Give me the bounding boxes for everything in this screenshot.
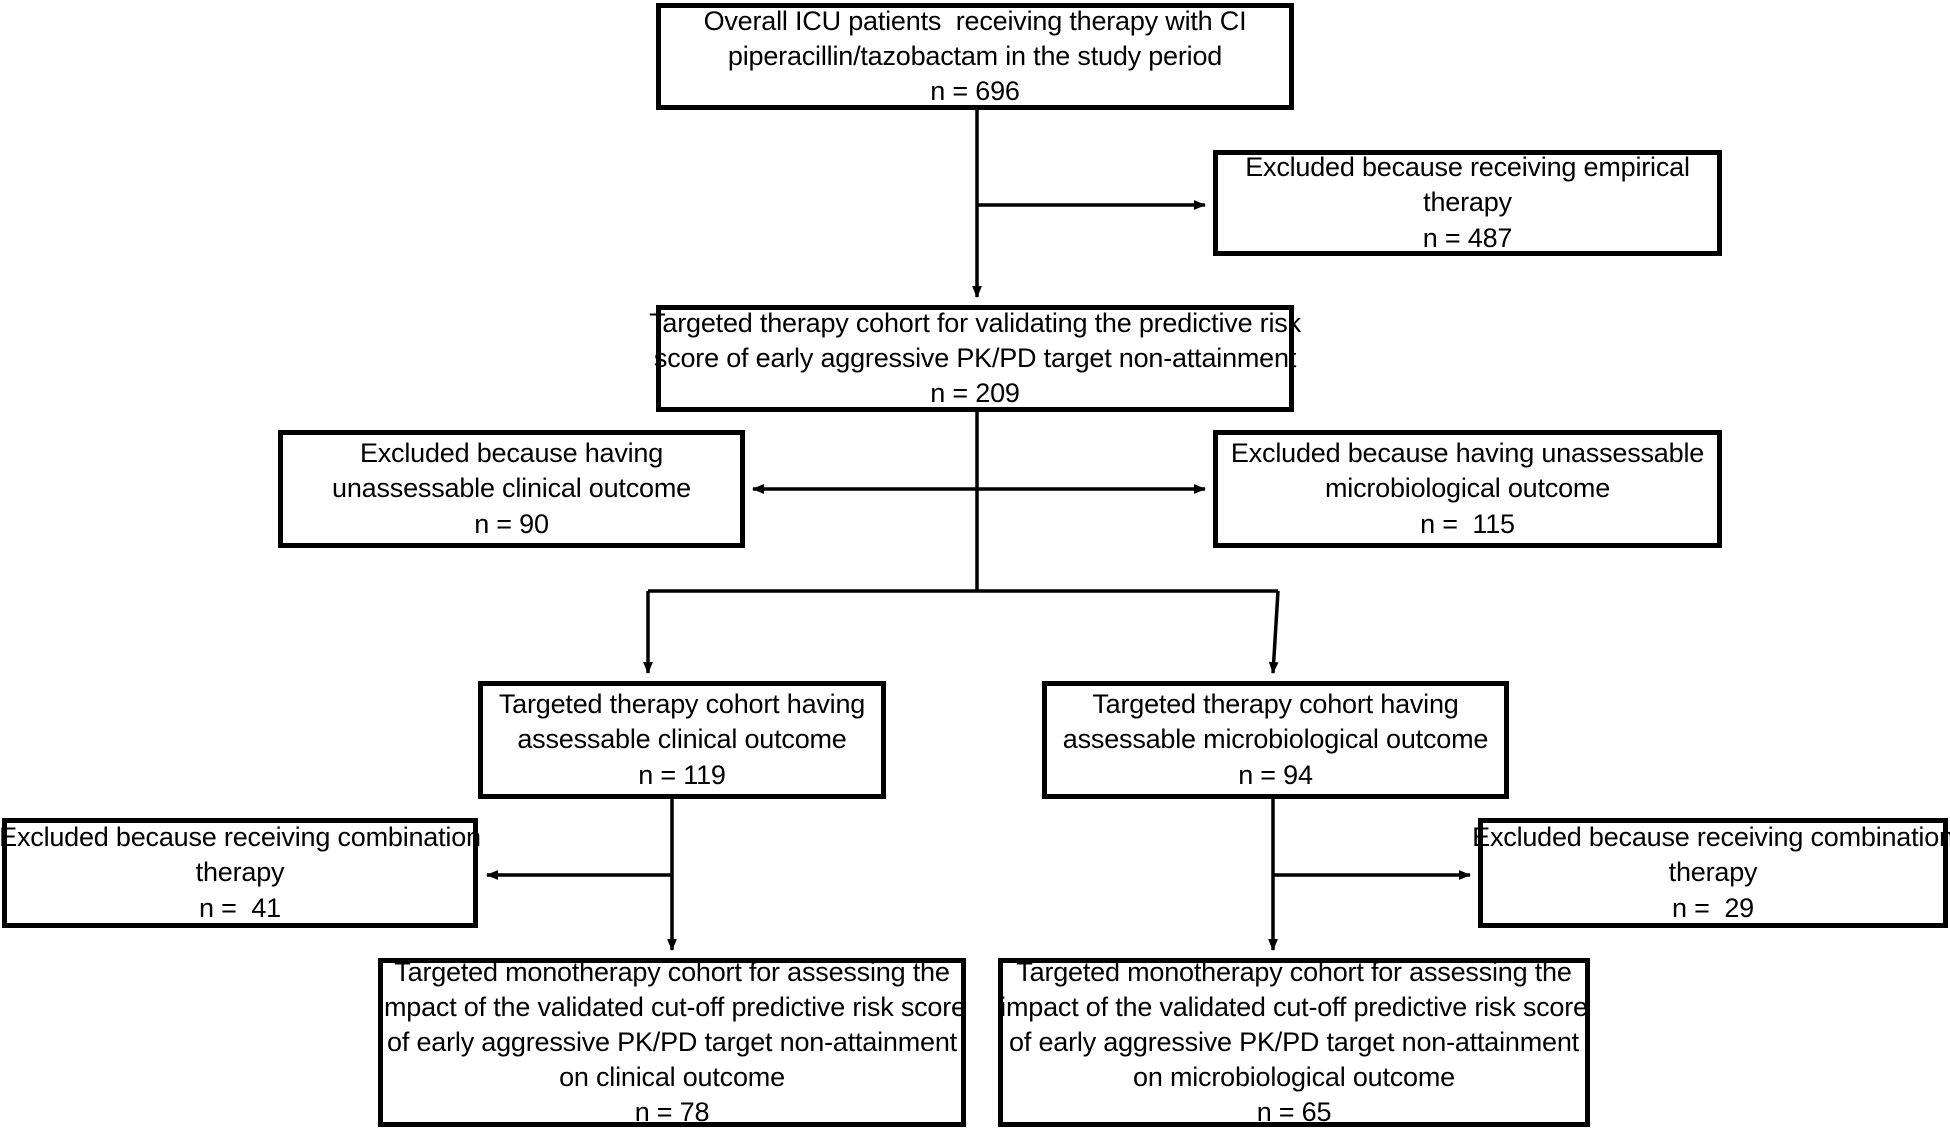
overall-icu-patients-box: Overall ICU patients receiving therapy w… — [656, 3, 1294, 110]
node-text-line: n = 487 — [1422, 222, 1513, 253]
node-text-line: Targeted therapy cohort having — [498, 689, 866, 720]
node-text-line: piperacillin/tazobactam in the study per… — [727, 40, 1223, 71]
node-text-line: n = 209 — [930, 378, 1020, 409]
node-text-line: of early aggressive PK/PD target non-att… — [1009, 1026, 1579, 1057]
node-text-line: n = 115 — [1420, 508, 1515, 539]
node-text-line: microbiological outcome — [1324, 473, 1611, 504]
node-text-line: n = 29 — [1672, 892, 1754, 923]
node-text-line: therapy — [195, 857, 285, 888]
node-text-line: on clinical outcome — [559, 1062, 785, 1093]
node-text-line: therapy — [1668, 857, 1758, 888]
targeted-monotherapy-clinical-outcome-box: Targeted monotherapy cohort for assessin… — [378, 956, 966, 1128]
node-text-line: assessable clinical outcome — [517, 724, 847, 755]
node-text-line: Overall ICU patients receiving therapy w… — [703, 5, 1247, 36]
targeted-therapy-cohort-box: Targeted therapy cohort for validating t… — [649, 305, 1301, 412]
excluded-unassessable-clinical-outcome-box: Excluded because having unassessable clin… — [278, 430, 745, 548]
node-text-line: of early aggressive PK/PD target non-att… — [387, 1026, 957, 1057]
node-text-line: impact of the validated cut-off predicti… — [378, 991, 966, 1022]
node-text-line: Targeted therapy cohort for validating t… — [649, 307, 1301, 338]
node-text-line: Targeted monotherapy cohort for assessin… — [1016, 956, 1572, 987]
targeted-cohort-assessable-clinical-outcome-box: Targeted therapy cohort having assessable… — [478, 681, 886, 799]
excluded-combination-therapy-microbiological-box: Excluded because receiving combination th… — [1472, 818, 1950, 928]
node-text-line: Excluded because receiving empirical — [1245, 152, 1690, 183]
node-text-line: Targeted monotherapy cohort for assessin… — [394, 956, 950, 987]
node-text-line: n = 90 — [474, 508, 549, 539]
node-text-line: on microbiological outcome — [1133, 1062, 1455, 1093]
node-text-line: Targeted therapy cohort having — [1092, 689, 1459, 720]
node-text-line: Excluded because having — [359, 438, 664, 469]
targeted-cohort-assessable-microbiological-outcome-box: Targeted therapy cohort having assessable… — [1042, 681, 1509, 799]
node-text-line: n = 94 — [1238, 759, 1313, 790]
node-text-line: Excluded because receiving combination — [0, 822, 481, 853]
node-text-line: score of early aggressive PK/PD target n… — [653, 342, 1297, 373]
connector-targeted-split-to-micro-cohort — [1268, 590, 1280, 674]
targeted-monotherapy-microbiological-outcome-box: Targeted monotherapy cohort for assessin… — [998, 956, 1590, 1128]
node-text-line: n = 65 — [1256, 1097, 1332, 1128]
node-text-line: n = 78 — [634, 1097, 710, 1128]
node-text-line: Excluded because having unassessable — [1230, 438, 1705, 469]
node-text-line: n = 119 — [638, 759, 726, 790]
node-text-line: n = 41 — [199, 892, 281, 923]
node-text-line: Excluded because receiving combination — [1472, 822, 1950, 853]
node-text-line: assessable microbiological outcome — [1062, 724, 1489, 755]
node-text-line: unassessable clinical outcome — [332, 473, 691, 504]
excluded-empirical-therapy-box: Excluded because receiving empirical ther… — [1213, 150, 1722, 256]
node-text-line: therapy — [1423, 187, 1512, 218]
excluded-combination-therapy-clinical-box: Excluded because receiving combination th… — [0, 818, 481, 928]
excluded-unassessable-microbiological-outcome-box: Excluded because having unassessable micr… — [1213, 430, 1722, 548]
node-text-line: n = 696 — [930, 76, 1020, 107]
node-text-line: impact of the validated cut-off predicti… — [1000, 991, 1588, 1022]
